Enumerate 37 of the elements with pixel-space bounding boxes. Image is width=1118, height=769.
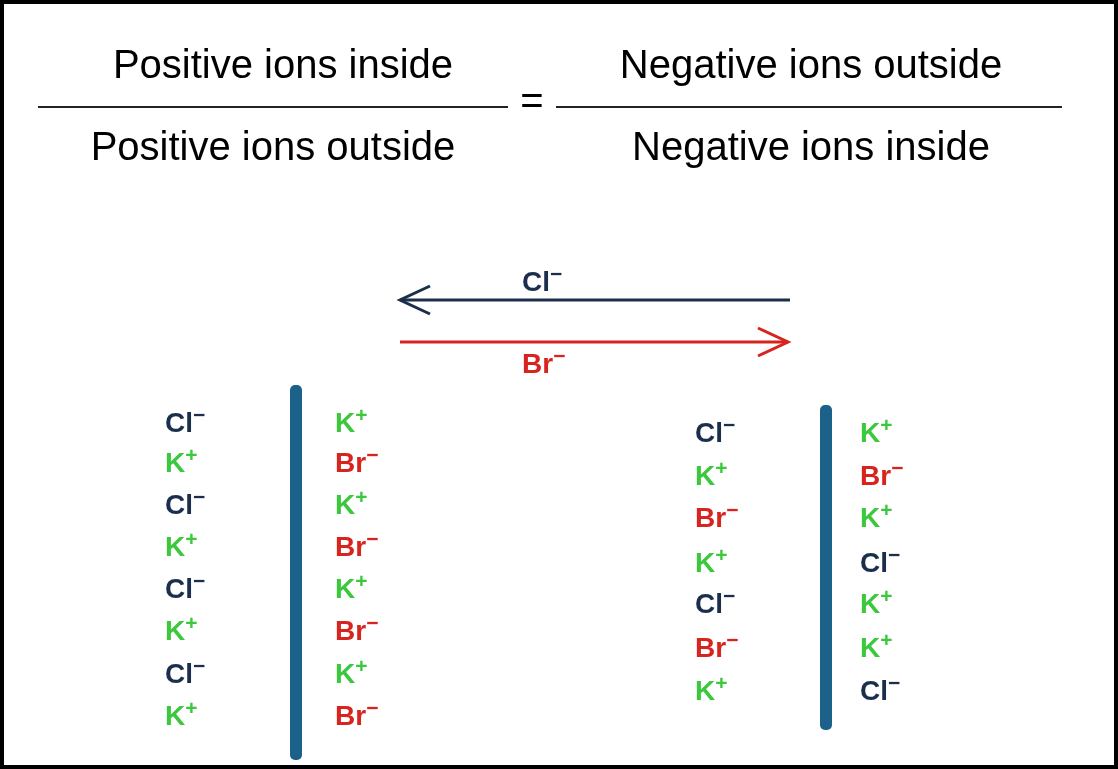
ion-label: K$^{+}$: [165, 702, 198, 730]
equation-term: =: [519, 80, 545, 120]
ion-label: K$^{+}$: [695, 462, 728, 490]
ion-label: Cl$^{−}$: [165, 491, 206, 519]
ion-label: K$^{+}$: [335, 575, 368, 603]
ion-label: K$^{+}$: [335, 660, 368, 688]
ion-label: K$^{+}$: [165, 617, 198, 645]
ion-label: Br$^{−}$: [522, 350, 566, 378]
ion-label: Br$^{−}$: [335, 617, 379, 645]
ion-label: K$^{+}$: [695, 677, 728, 705]
ion-label: Br$^{−}$: [695, 504, 739, 532]
equation-term: Negative ions outside: [618, 44, 1004, 84]
ion-label: K$^{+}$: [860, 504, 893, 532]
ion-label: K$^{+}$: [335, 409, 368, 437]
ion-label: K$^{+}$: [695, 549, 728, 577]
ion-label: K$^{+}$: [860, 634, 893, 662]
equation-term: Positive ions inside: [111, 44, 455, 84]
equation-term: Negative ions inside: [631, 126, 991, 166]
ion-label: K$^{+}$: [860, 419, 893, 447]
ion-label: Cl$^{−}$: [695, 419, 736, 447]
ion-label: Br$^{−}$: [335, 702, 379, 730]
ion-label: K$^{+}$: [860, 590, 893, 618]
equation-term: Positive ions outside: [89, 126, 457, 166]
ion-label: K$^{+}$: [165, 449, 198, 477]
ion-label: Cl$^{−}$: [860, 549, 901, 577]
ion-label: Br$^{−}$: [335, 533, 379, 561]
ion-label: Cl$^{−}$: [165, 660, 206, 688]
ion-label: Br$^{−}$: [695, 634, 739, 662]
ion-label: K$^{+}$: [335, 491, 368, 519]
ion-label: K$^{+}$: [165, 533, 198, 561]
ion-label: Cl$^{−}$: [165, 409, 206, 437]
ion-label: Cl$^{−}$: [522, 268, 563, 296]
ion-label: Br$^{−}$: [860, 462, 904, 490]
ion-label: Cl$^{−}$: [695, 590, 736, 618]
ion-label: Cl$^{−}$: [165, 575, 206, 603]
ion-label: Cl$^{−}$: [860, 677, 901, 705]
ion-label: Br$^{−}$: [335, 449, 379, 477]
